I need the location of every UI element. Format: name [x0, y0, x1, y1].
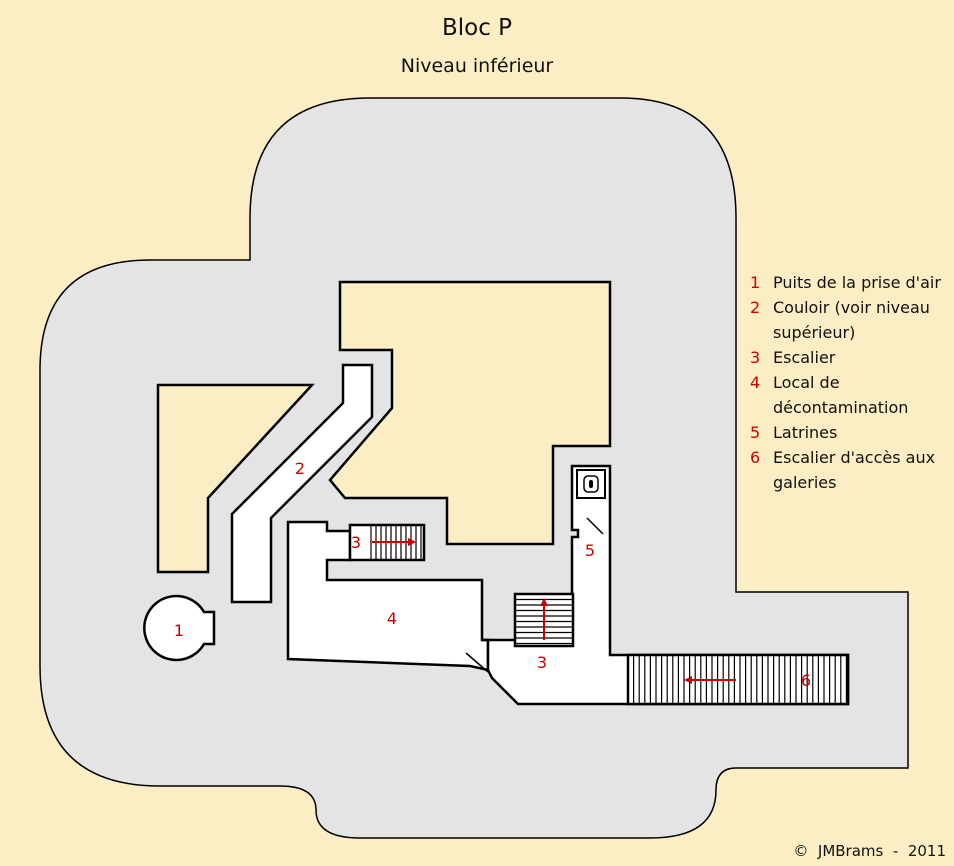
label-escalier-haut: 3 [351, 533, 361, 552]
label-couloir: 2 [295, 459, 305, 478]
room-escalier-galeries [626, 653, 850, 706]
legend-item: 4 Local de décontamination [750, 370, 950, 420]
room-couloir [230, 363, 374, 604]
legend-text: Latrines [773, 423, 838, 442]
label-local: 4 [387, 609, 397, 628]
copyright-credit: © JMBrams - 2011 [793, 842, 946, 860]
legend-number: 2 [750, 298, 761, 317]
latrine-seat [589, 480, 593, 488]
room-puits [143, 594, 216, 662]
legend-number: 5 [750, 423, 761, 442]
legend-item: 1 Puits de la prise d'air [750, 270, 950, 295]
label-puits: 1 [174, 621, 184, 640]
door-local [465, 652, 489, 673]
legend-number: 1 [750, 273, 761, 292]
legend-number: 6 [750, 448, 761, 467]
legend-text: Puits de la prise d'air [773, 273, 941, 292]
legend-item: 5 Latrines [750, 420, 950, 445]
legend-text: Couloir (voir niveau supérieur) [773, 298, 930, 342]
label-galeries: 6 [801, 671, 811, 690]
plan-title: Bloc P [441, 15, 513, 41]
room-local-decontamination [286, 520, 490, 672]
legend-text: Local de décontamination [773, 373, 909, 417]
legend-item: 3 Escalier [750, 345, 950, 370]
door-latrines [586, 517, 604, 535]
legend-item: 6 Escalier d'accès aux galeries [750, 445, 950, 495]
plan-subtitle: Niveau inférieur [400, 55, 554, 77]
central-cutout [328, 280, 612, 546]
legend-item: 2 Couloir (voir niveau supérieur) [750, 295, 950, 345]
label-latrines: 5 [585, 541, 595, 560]
legend: 1 Puits de la prise d'air 2 Couloir (voi… [750, 270, 950, 495]
legend-number: 3 [750, 348, 761, 367]
legend-text: Escalier d'accès aux galeries [773, 448, 936, 492]
legend-text: Escalier [773, 348, 836, 367]
left-wedge-cutout [156, 383, 315, 574]
label-escalier-bas: 3 [537, 653, 547, 672]
legend-number: 4 [750, 373, 761, 392]
